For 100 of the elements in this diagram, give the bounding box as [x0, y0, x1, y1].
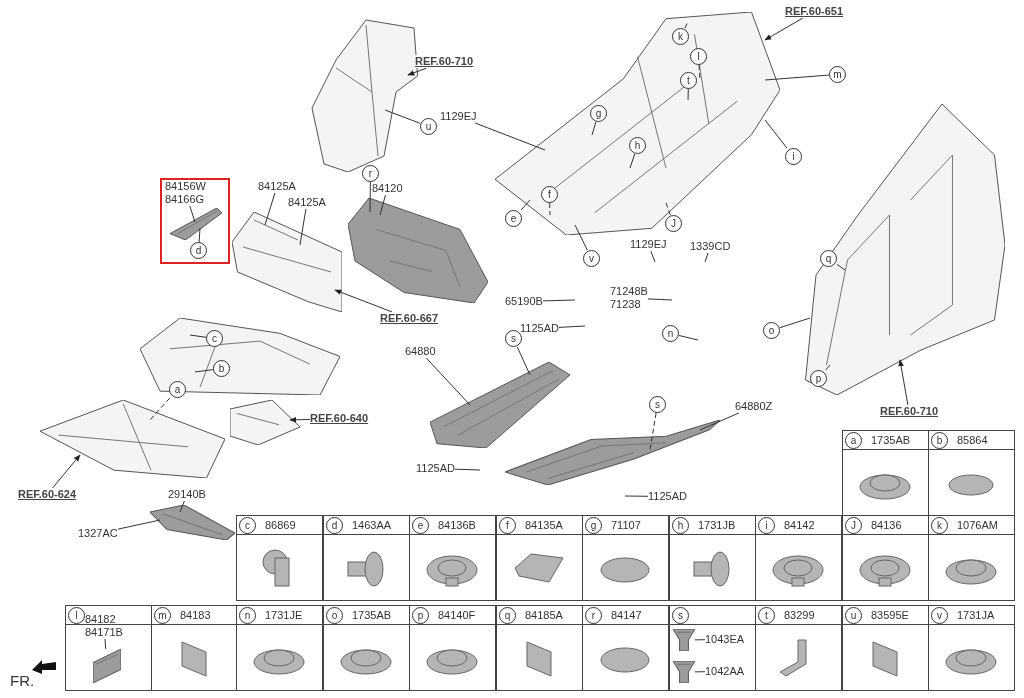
leader-line — [649, 412, 657, 451]
parts-table-cell — [236, 515, 323, 601]
leader-line — [898, 359, 909, 406]
callout-letter: e — [412, 517, 429, 534]
leader-line — [189, 334, 207, 338]
part-number: 84185A — [525, 609, 563, 622]
part-number: 29140B — [168, 488, 206, 501]
callout-letter: i — [758, 517, 775, 534]
leader-line — [684, 21, 689, 29]
parts-table-cell — [496, 605, 583, 691]
leader-line — [591, 121, 597, 136]
under-cover-drawing — [150, 505, 235, 540]
parts-table-cell — [842, 430, 929, 516]
callout-letter: d — [326, 517, 343, 534]
part-number: 84136 — [871, 519, 902, 532]
leader-line — [825, 364, 831, 371]
part-number: 1042AA — [705, 665, 745, 678]
part-number: 1735AB — [352, 609, 392, 622]
leader-line — [699, 412, 740, 431]
part-number: 71107 — [611, 519, 641, 532]
part-number: 84156W — [165, 180, 206, 193]
part-number: 1735AB — [871, 434, 911, 447]
callout-letter: e — [505, 210, 522, 227]
callout-letter: s — [649, 396, 666, 413]
callout-letter: g — [585, 517, 602, 534]
callout-letter: o — [326, 607, 343, 624]
parts-table-cell — [928, 515, 1015, 601]
part-number: 1125AD — [416, 462, 455, 475]
part-number: 84171B — [85, 626, 123, 639]
leader-line — [104, 638, 107, 650]
leader-line — [369, 181, 371, 213]
callout-letter: r — [585, 607, 602, 624]
leader-line — [650, 250, 656, 263]
callout-letter: s — [672, 607, 689, 624]
leader-line — [194, 369, 214, 373]
part-number: 86869 — [265, 519, 296, 532]
callout-letter: t — [758, 607, 775, 624]
leader-line — [454, 468, 481, 471]
callout-letter: p — [412, 607, 429, 624]
leader-line — [624, 495, 649, 497]
part-number: 1731JA — [957, 609, 995, 622]
part-number: 1125AD — [648, 490, 687, 503]
callout-letter: d — [190, 242, 207, 259]
part-number: 71248B — [610, 285, 648, 298]
leader-line — [149, 397, 171, 421]
parts-table-cell — [409, 605, 496, 691]
callout-letter: u — [420, 118, 437, 135]
parts-table-cell — [842, 515, 929, 601]
leader-line — [647, 298, 673, 301]
callout-letter: b — [931, 432, 948, 449]
part-number: 84120 — [372, 182, 403, 195]
part-number: 1129EJ — [630, 238, 667, 251]
parts-table-cell — [842, 605, 929, 691]
leader-line — [299, 208, 307, 246]
leader-line — [764, 74, 830, 81]
leader-line — [629, 153, 636, 169]
leader-line — [289, 417, 311, 423]
part-number: 1339CD — [690, 240, 731, 253]
leader-line — [379, 194, 386, 216]
leader-line — [549, 202, 551, 216]
part-number: 84147 — [611, 609, 642, 622]
part-number: 1129EJ — [440, 110, 477, 123]
parts-table-cell — [65, 605, 152, 691]
part-number: 1463AA — [352, 519, 392, 532]
parts-table-cell — [409, 515, 496, 601]
part-number: 84183 — [180, 609, 211, 622]
part-number: 84140F — [438, 609, 476, 622]
leader-line — [542, 299, 576, 302]
part-number: 71238 — [610, 298, 642, 311]
leader-line — [779, 317, 811, 329]
reference-label: REF.60-651 — [785, 5, 844, 18]
parts-table-cell — [323, 605, 410, 691]
bracket-drawing — [170, 208, 222, 240]
sheet-drawing — [93, 649, 121, 683]
part-number: 84182 — [85, 613, 117, 626]
under-cover-drawing — [505, 420, 720, 485]
callout-letter: m — [829, 66, 846, 83]
clip-drawing — [673, 661, 695, 683]
clip-drawing — [673, 629, 695, 651]
floor-panel-drawing — [495, 12, 780, 235]
parts-table-cell — [755, 515, 842, 601]
part-number: 64880Z — [735, 400, 773, 413]
part-number: 1327AC — [78, 527, 118, 540]
parts-table-cell — [928, 605, 1015, 691]
callout-letter: q — [499, 607, 516, 624]
leader-line — [836, 263, 846, 271]
part-number: 84142 — [784, 519, 815, 532]
part-number: 84136B — [438, 519, 476, 532]
callout-letter: r — [362, 165, 379, 182]
reference-label: REF.60-710 — [415, 55, 474, 68]
callout-letter: n — [662, 325, 679, 342]
callout-letter: n — [239, 607, 256, 624]
leader-line — [425, 357, 471, 406]
callout-letter: a — [845, 432, 862, 449]
callout-letter: J — [845, 517, 862, 534]
reference-label: REF.60-640 — [310, 412, 369, 425]
side-member-drawing — [230, 400, 300, 445]
part-number: 1731JE — [265, 609, 303, 622]
part-number: 65190B — [505, 295, 543, 308]
callout-letter: o — [763, 322, 780, 339]
